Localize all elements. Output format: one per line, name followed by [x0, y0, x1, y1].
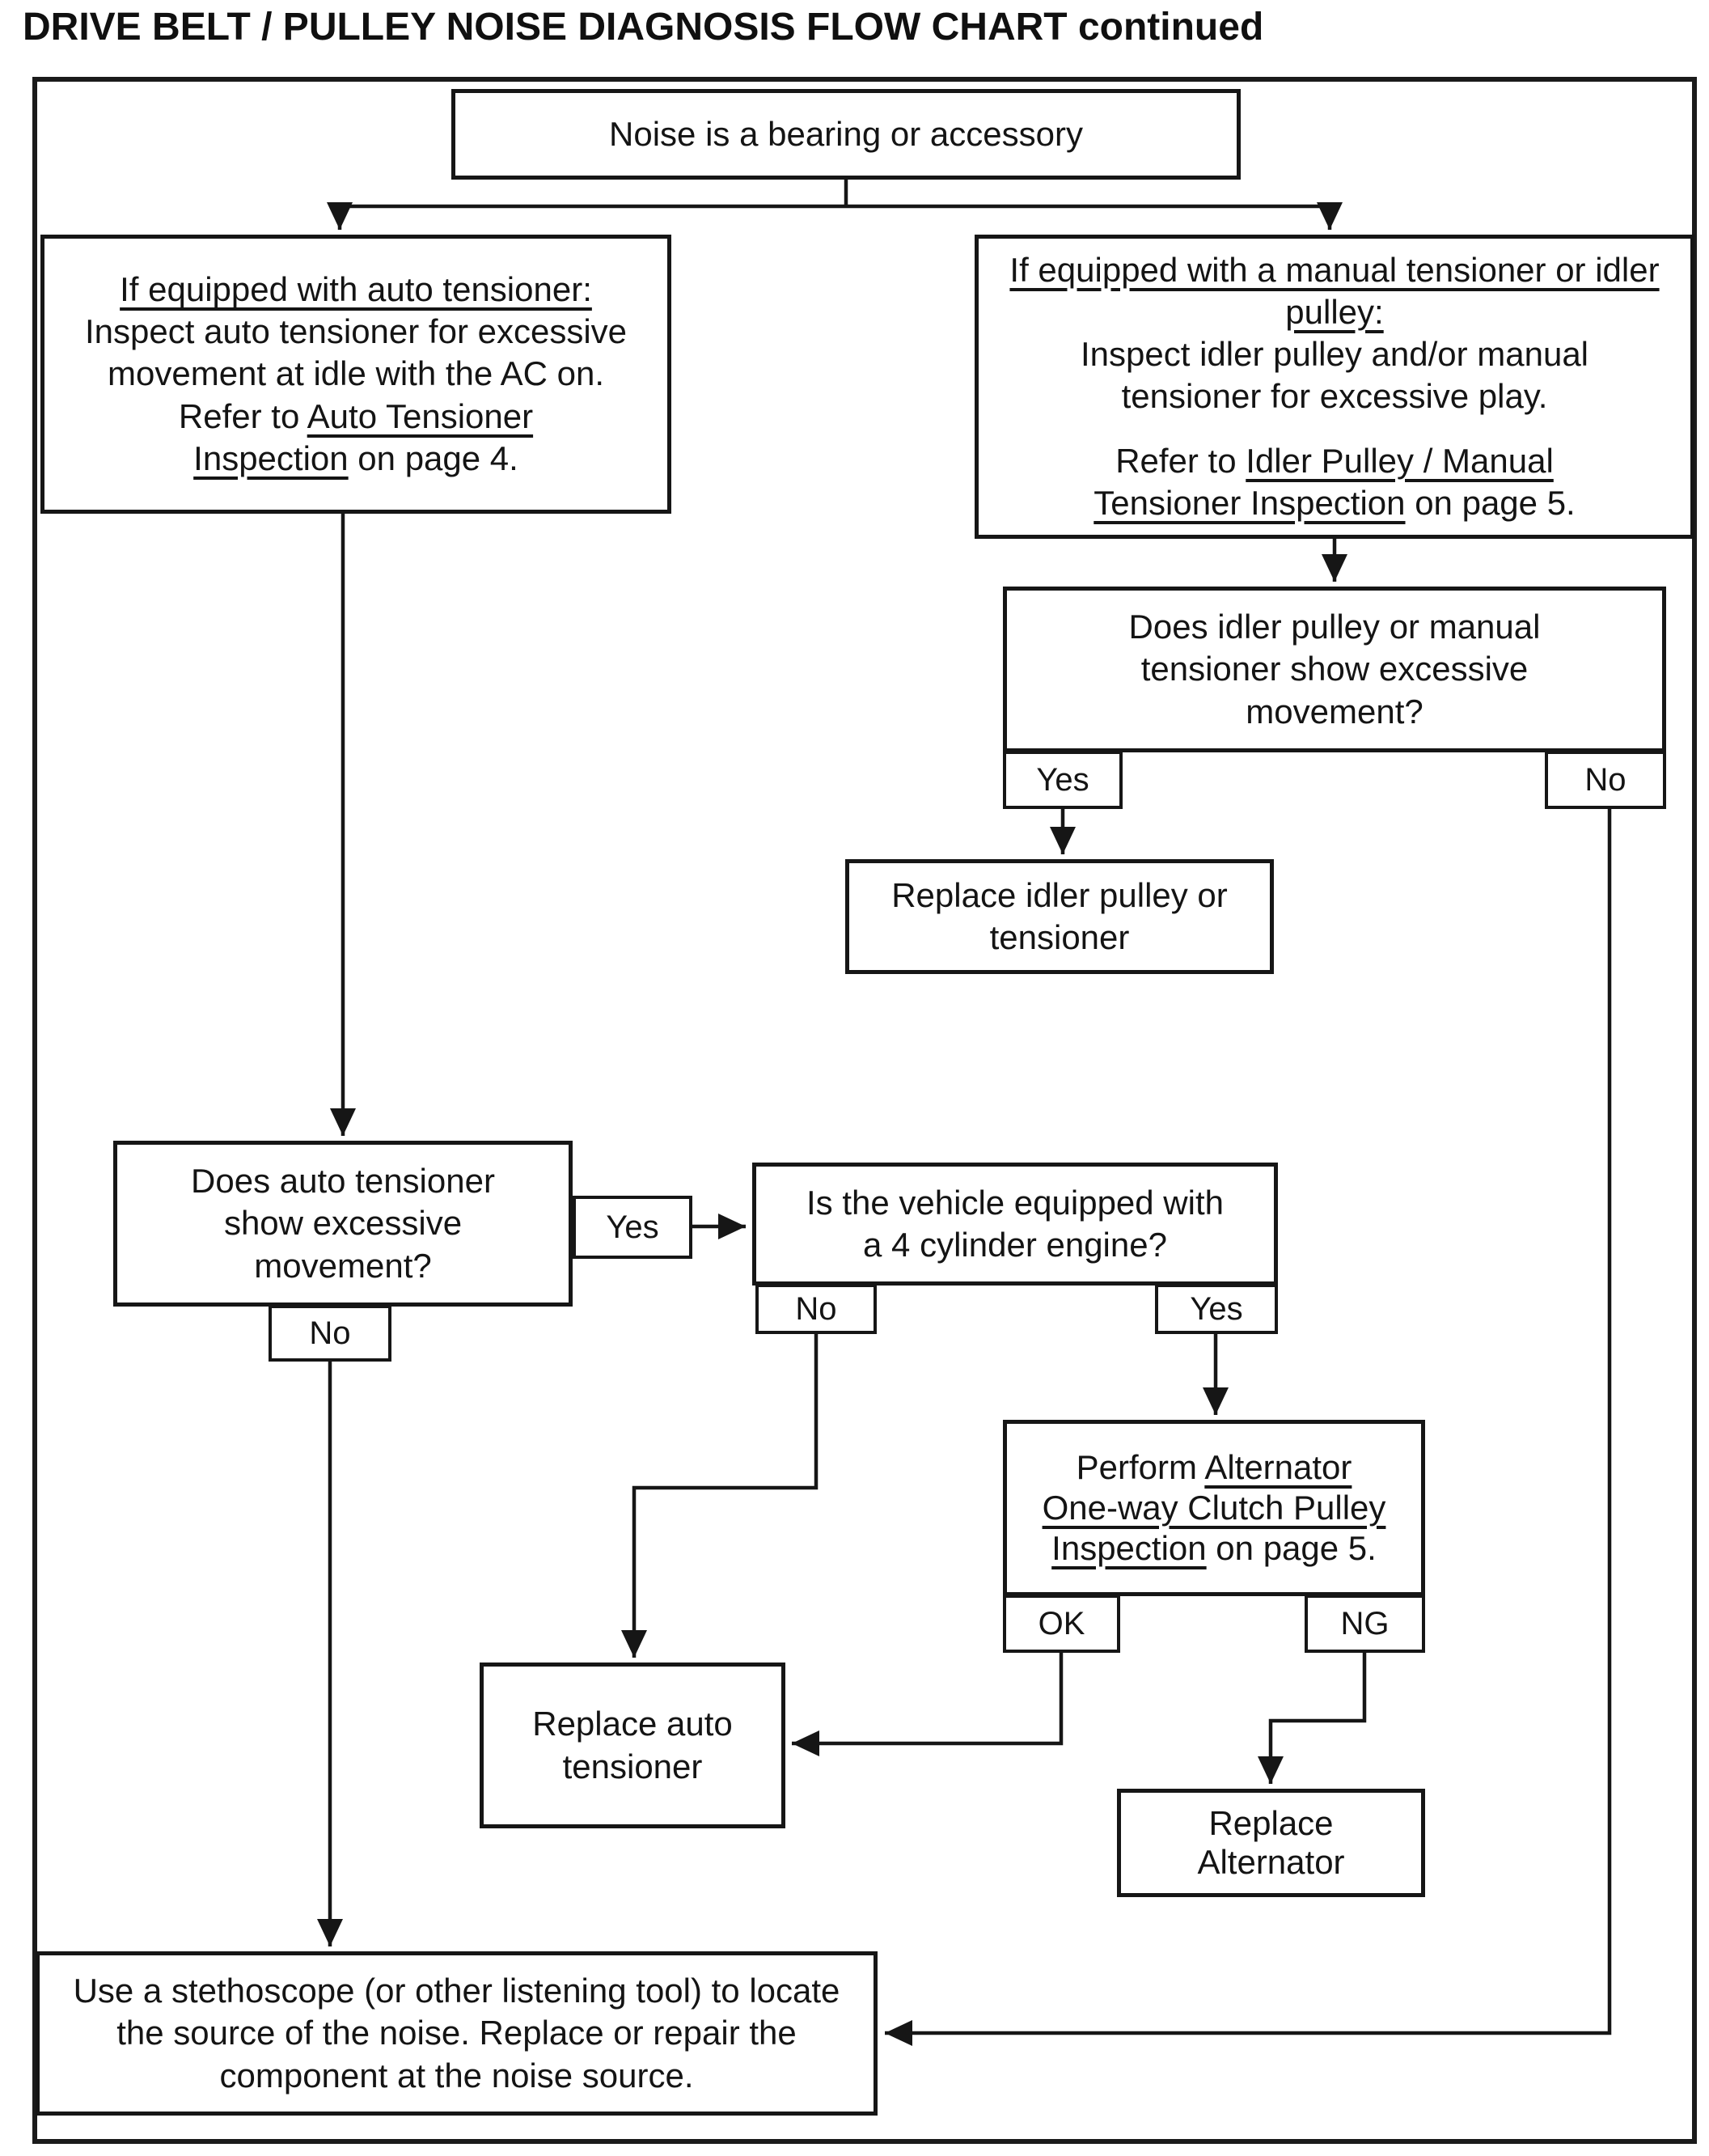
- manual-branch-body: Inspect idler pulley and/or manual tensi…: [1080, 334, 1589, 415]
- perform-suffix: on page 5.: [1206, 1528, 1377, 1567]
- node-vehicle-question-text: Is the vehicle equipped with a 4 cylinde…: [806, 1183, 1224, 1264]
- node-replace-idler-pulley: Replace idler pulley or tensioner: [845, 859, 1274, 974]
- node-vehicle-question: Is the vehicle equipped with a 4 cylinde…: [752, 1163, 1278, 1286]
- branch-label-ok: OK: [1003, 1595, 1120, 1653]
- node-idler-question: Does idler pulley or manual tensioner sh…: [1003, 587, 1666, 752]
- node-perform-inspection: Perform Alternator One-way Clutch Pulley…: [1003, 1420, 1425, 1596]
- node-replace-alternator: Replace Alternator: [1117, 1789, 1425, 1897]
- auto-tensioner-inspection-reference: Auto Tensioner Inspection: [193, 396, 534, 477]
- node-idler-question-text: Does idler pulley or manual tensioner sh…: [1128, 608, 1541, 731]
- manual-branch-refer-suffix: on page 5.: [1405, 484, 1576, 523]
- chart-outer-frame: [32, 77, 1697, 2144]
- auto-branch-body: Inspect auto tensioner for excessive mov…: [84, 312, 628, 393]
- node-replace-idler-pulley-text: Replace idler pulley or tensioner: [891, 875, 1228, 956]
- node-replace-auto-tensioner-text: Replace auto tensioner: [532, 1705, 733, 1785]
- node-manual-tensioner-branch: If equipped with a manual tensioner or i…: [975, 235, 1694, 539]
- auto-branch-reference: Refer to Auto Tensioner Inspection on pa…: [129, 396, 582, 480]
- idler-pulley-inspection-reference: Idler Pulley / Manual Tensioner Inspecti…: [1094, 442, 1554, 523]
- branch-label-ng: NG: [1305, 1595, 1425, 1653]
- alternator-clutch-inspection-reference: Alternator One-way Clutch Pulley Inspect…: [1042, 1448, 1386, 1567]
- node-auto-question-text: Does auto tensioner show excessive movem…: [191, 1162, 495, 1285]
- branch-label-vehicle-no: No: [755, 1284, 877, 1334]
- manual-branch-refer-prefix: Refer to: [1115, 442, 1246, 481]
- branch-label-idler-yes: Yes: [1003, 751, 1123, 809]
- node-auto-tensioner-branch: If equipped with auto tensioner: Inspect…: [40, 235, 671, 514]
- auto-branch-refer-suffix: on page 4.: [348, 438, 518, 477]
- node-replace-auto-tensioner: Replace auto tensioner: [480, 1663, 785, 1828]
- manual-branch-reference: Refer to Idler Pulley / Manual Tensioner…: [1060, 440, 1610, 524]
- node-noise-bearing-accessory-text: Noise is a bearing or accessory: [609, 114, 1083, 153]
- node-perform-inspection-text: Perform Alternator One-way Clutch Pulley…: [1040, 1447, 1388, 1569]
- auto-branch-heading: If equipped with auto tensioner:: [120, 270, 592, 309]
- node-stethoscope: Use a stethoscope (or other listening to…: [36, 1951, 878, 2116]
- perform-prefix: Perform: [1076, 1448, 1205, 1487]
- auto-branch-refer-prefix: Refer to: [178, 396, 307, 435]
- branch-label-vehicle-yes: Yes: [1155, 1284, 1278, 1334]
- node-noise-bearing-accessory: Noise is a bearing or accessory: [451, 89, 1241, 180]
- node-auto-question: Does auto tensioner show excessive movem…: [113, 1141, 573, 1307]
- manual-branch-heading: If equipped with a manual tensioner or i…: [1009, 250, 1660, 331]
- node-replace-alternator-text: Replace Alternator: [1197, 1803, 1345, 1881]
- branch-label-auto-no: No: [269, 1305, 391, 1362]
- node-stethoscope-text: Use a stethoscope (or other listening to…: [73, 1972, 840, 2095]
- branch-label-auto-yes: Yes: [573, 1196, 692, 1259]
- branch-label-idler-no: No: [1545, 751, 1666, 809]
- page-title: DRIVE BELT / PULLEY NOISE DIAGNOSIS FLOW…: [23, 6, 1264, 49]
